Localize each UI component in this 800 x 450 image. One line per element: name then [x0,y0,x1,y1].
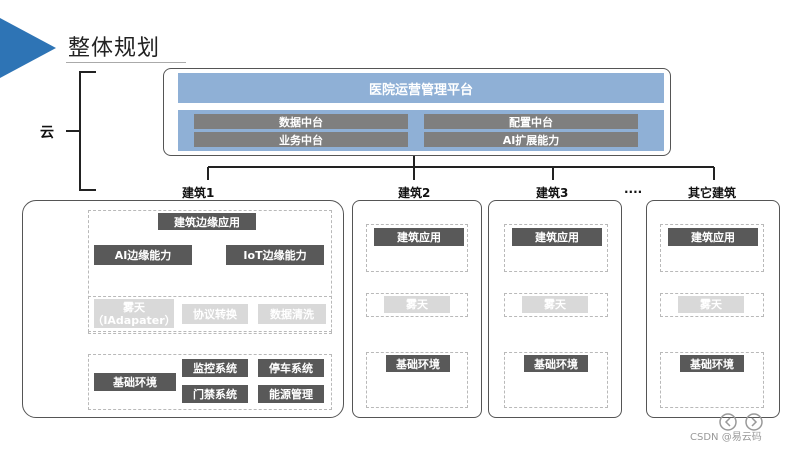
system-parking-box: 停车系统 [258,359,324,377]
module-ai-extension: AI扩展能力 [424,132,638,147]
layer-label-cloud: 云 [40,125,54,141]
building-2-fog: 雾天 [384,296,450,313]
edge-app-box: 建筑边缘应用 [158,213,256,230]
building-3-app: 建筑应用 [512,228,602,246]
prev-arrow-icon [719,413,737,431]
platform-title: 医院运营管理平台 [178,73,664,103]
module-data-platform: 数据中台 [194,114,408,129]
system-energy-box: 能源管理 [258,385,324,403]
other-building-label: 其它建筑 [688,186,737,200]
iot-edge-box: IoT边缘能力 [226,245,324,265]
building-3-base: 基础环境 [524,355,588,372]
building-2-app: 建筑应用 [374,228,464,246]
data-clean-box: 数据清洗 [258,304,326,324]
ai-edge-box: AI边缘能力 [94,245,192,265]
base-env-box: 基础环境 [94,373,176,391]
building-2-base: 基础环境 [386,355,450,372]
next-arrow-icon [745,413,763,431]
system-monitor-box: 监控系统 [182,359,248,377]
other-building-base: 基础环境 [680,355,744,372]
building-3-label: 建筑3 [536,186,569,200]
title-arrow-icon [0,18,56,78]
page-title: 整体规划 [68,36,161,61]
nav-arrows [719,413,763,431]
watermark: CSDN @易云码 [690,432,762,443]
building-2-label: 建筑2 [398,186,431,200]
ellipsis-label: .... [624,182,643,196]
protocol-box: 协议转换 [182,304,248,324]
fog-box: 雾天 （IAdapater） [92,299,176,328]
title-underline [66,62,186,63]
other-building-app: 建筑应用 [668,228,758,246]
building-1-label: 建筑1 [182,186,215,200]
other-building-fog: 雾天 [678,296,744,313]
module-business-platform: 业务中台 [194,132,408,147]
module-config-platform: 配置中台 [424,114,638,129]
system-access-box: 门禁系统 [182,385,248,403]
building-3-fog: 雾天 [522,296,588,313]
